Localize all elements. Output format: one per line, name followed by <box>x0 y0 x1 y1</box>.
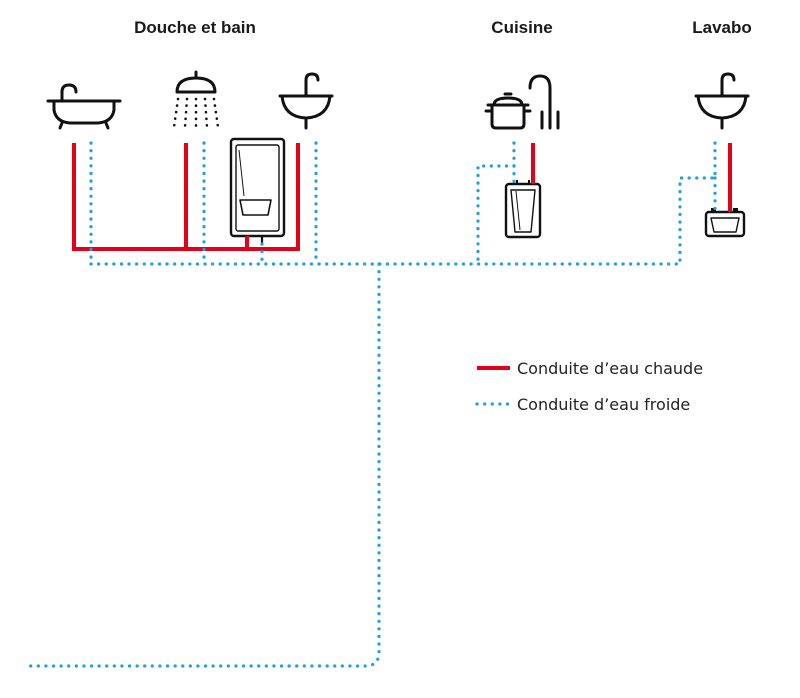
central-water-heater-device <box>229 137 286 244</box>
group-title-cuisine: Cuisine <box>491 18 552 37</box>
lavabo-water-heater-device <box>704 208 746 238</box>
legend: Conduite d’eau chaude Conduite d’eau fro… <box>475 359 703 414</box>
shower-icon <box>172 70 220 129</box>
kitchen-water-heater-device <box>504 180 542 239</box>
legend-cold-label: Conduite d’eau froide <box>517 395 690 414</box>
washbasin-icon <box>278 72 334 130</box>
bathtub-icon <box>46 83 122 130</box>
cold-water-pipes <box>28 141 717 668</box>
legend-hot-label: Conduite d’eau chaude <box>517 359 703 378</box>
group-title-douche-et-bain: Douche et bain <box>134 18 256 37</box>
group-title-lavabo: Lavabo <box>692 18 752 37</box>
lavabo-washbasin-icon <box>694 72 750 130</box>
cooking-pot-icon <box>484 92 532 130</box>
kitchen-faucet-icon <box>528 74 560 130</box>
hot-water-pipes <box>72 143 732 251</box>
